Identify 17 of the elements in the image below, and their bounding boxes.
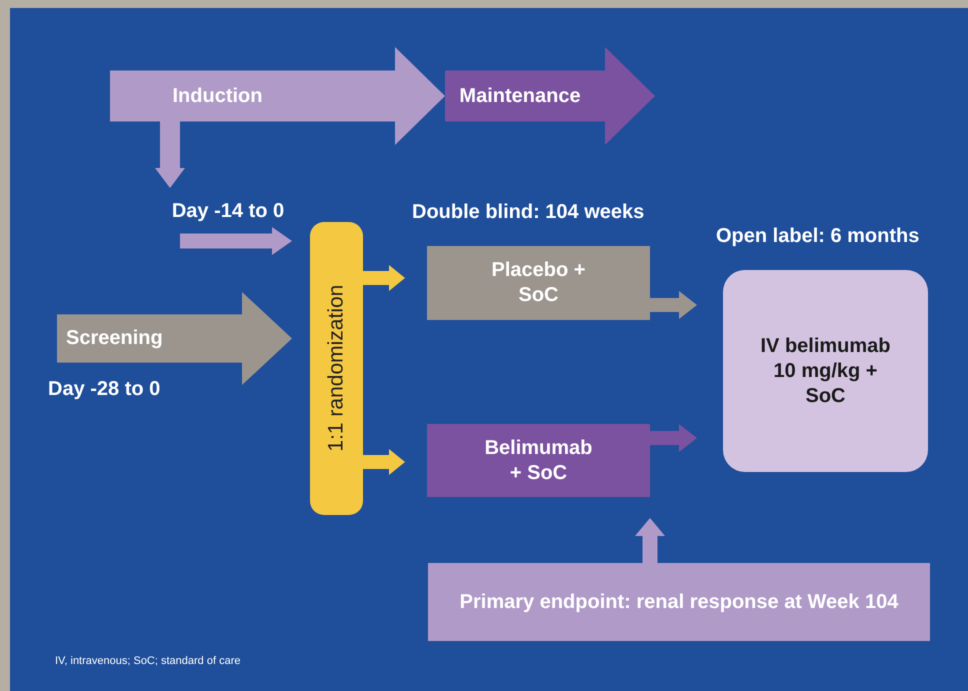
endpoint-box: Primary endpoint: renal response at Week 104: [428, 563, 930, 641]
block-arrow: [650, 424, 697, 452]
block-arrow: [180, 227, 292, 255]
phase-arrow: Maintenance: [445, 47, 655, 145]
phase-arrow: Induction: [110, 47, 445, 145]
timepoint-label: Day -14 to 0: [158, 197, 298, 225]
block-arrow: [363, 449, 405, 475]
block-arrow: [155, 121, 185, 188]
footnote: IV, intravenous; SoC; standard of care: [55, 655, 240, 667]
treatment-box: Placebo + SoC: [427, 246, 650, 320]
phase-label: Open label: 6 months: [716, 225, 920, 248]
randomization-bar: 1:1 randomization: [310, 222, 363, 515]
block-arrow: [363, 265, 405, 291]
treatment-box: Belimumab + SoC: [427, 424, 650, 497]
phase-label: Double blind: 104 weeks: [412, 201, 644, 224]
block-arrow: [650, 291, 697, 319]
open-label-box: IV belimumab 10 mg/kg + SoC: [723, 270, 928, 472]
